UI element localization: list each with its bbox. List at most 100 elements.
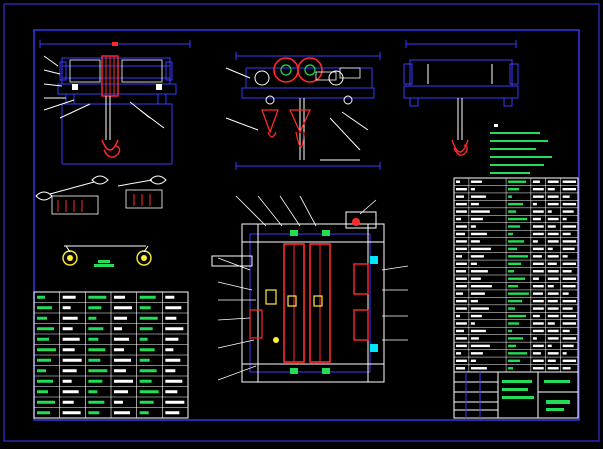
parts-list-cell: [562, 284, 576, 288]
parts-list-cell: [470, 352, 483, 355]
detail-table-cell: [139, 337, 148, 341]
detail-table-cell: [165, 348, 174, 352]
parts-list-cell: [470, 367, 487, 370]
detail-table-cell: [88, 348, 106, 352]
parts-list-cell: [470, 225, 476, 228]
parts-list-cell: [532, 187, 544, 191]
detail-table-cell: [88, 306, 102, 310]
parts-list-cell: [470, 217, 483, 221]
parts-list-cell: [470, 202, 479, 206]
parts-list-cell: [532, 262, 544, 266]
detail-table-cell: [139, 369, 157, 373]
detail-table-cell: [114, 411, 130, 415]
parts-list-cell: [562, 210, 574, 213]
parts-list-cell: [547, 344, 552, 348]
parts-list-cell: [456, 210, 467, 213]
parts-list-cell: [456, 352, 461, 355]
parts-list-cell: [470, 210, 490, 213]
detail-table-cell: [37, 337, 49, 341]
hoist-front-view[interactable]: [39, 40, 191, 165]
parts-list-cell: [456, 247, 467, 251]
parts-list-cell: [547, 337, 559, 340]
parts-list-cell: [470, 247, 491, 251]
parts-list-cell: [532, 337, 537, 340]
detail-table-cell: [88, 411, 100, 415]
detail-table-cell: [114, 327, 122, 331]
detail-table-cell: [37, 390, 48, 394]
parts-list-cell: [470, 292, 485, 295]
parts-list-cell: [562, 367, 571, 370]
parts-list-cell: [547, 299, 558, 303]
parts-list-cell: [562, 337, 576, 340]
parts-list-cell: [456, 307, 467, 310]
parts-list-cell: [470, 255, 484, 258]
parts-list-cell: [456, 337, 467, 340]
parts-list-cell: [562, 247, 575, 251]
plan-view-drums: [249, 218, 378, 374]
parts-list-cell: [508, 180, 527, 183]
detail-table-cell: [88, 327, 104, 331]
detail-table-cell: [114, 348, 124, 352]
parts-list-cell: [562, 299, 576, 303]
parts-list-cell: [547, 359, 556, 363]
parts-list-cell: [562, 255, 568, 258]
parts-list-cell: [470, 337, 479, 340]
detail-table-cell: [88, 390, 98, 394]
parts-list-cell: [532, 277, 539, 280]
parts-list-cell: [508, 337, 524, 340]
parts-list-cell: [547, 314, 559, 318]
detail-table-cell: [114, 400, 123, 404]
detail-table-cell: [165, 337, 179, 341]
detail-table-cell: [139, 306, 151, 310]
parts-list-cell: [532, 367, 544, 370]
parts-list-cell: [532, 284, 544, 288]
parts-list-cell: [456, 299, 467, 303]
plan-view-leaders: [217, 195, 409, 381]
parts-list-cell: [508, 344, 517, 348]
parts-list-cell: [562, 322, 576, 325]
detail-table-cell: [37, 295, 45, 299]
detail-table-cell: [114, 295, 125, 299]
parts-list-cell: [532, 247, 544, 251]
parts-list-cell: [508, 322, 520, 325]
detail-table-cell: [139, 411, 149, 415]
parts-list-cell: [508, 284, 519, 288]
trolley-side-view[interactable]: [225, 52, 381, 170]
detail-table-cell: [139, 295, 156, 299]
detail-table-cell: [165, 400, 185, 404]
parts-list-cell: [456, 180, 460, 183]
detail-table-cell: [62, 348, 75, 352]
parts-list-cell: [547, 247, 553, 251]
parts-list-cell: [470, 314, 482, 318]
trolley-plan-view[interactable]: [211, 211, 385, 383]
detail-table-cell: [62, 379, 72, 383]
parts-list-cell: [456, 255, 462, 258]
parts-list-cell: [562, 329, 570, 333]
detail-table-cell: [165, 411, 180, 415]
detail-table-cell: [37, 379, 53, 383]
parts-list-cell: [532, 217, 541, 221]
parts-list-cell: [508, 314, 527, 318]
parts-list-cell: [456, 314, 460, 318]
parts-list-cell: [562, 270, 572, 273]
parts-list-cell: [508, 255, 529, 258]
parts-list-cell: [532, 180, 540, 183]
hoist-end-view[interactable]: [403, 40, 519, 140]
parts-list-cell: [508, 299, 523, 303]
parts-list-cell: [547, 329, 559, 333]
parts-list-cell: [532, 292, 543, 295]
detail-table-cell: [37, 316, 47, 320]
parts-list-cell: [547, 187, 555, 191]
parts-list: [453, 177, 579, 373]
parts-list-cell: [532, 202, 537, 206]
rope-and-wheel-details[interactable]: [35, 175, 167, 267]
parts-list-cell: [508, 277, 526, 280]
parts-list-cell: [532, 344, 544, 348]
parts-list-cell: [470, 284, 492, 288]
detail-table-cell: [37, 369, 46, 373]
parts-list-cell: [562, 344, 574, 348]
parts-list-cell: [532, 210, 544, 213]
detail-table-cell: [114, 390, 128, 394]
parts-list-cell: [508, 210, 517, 213]
